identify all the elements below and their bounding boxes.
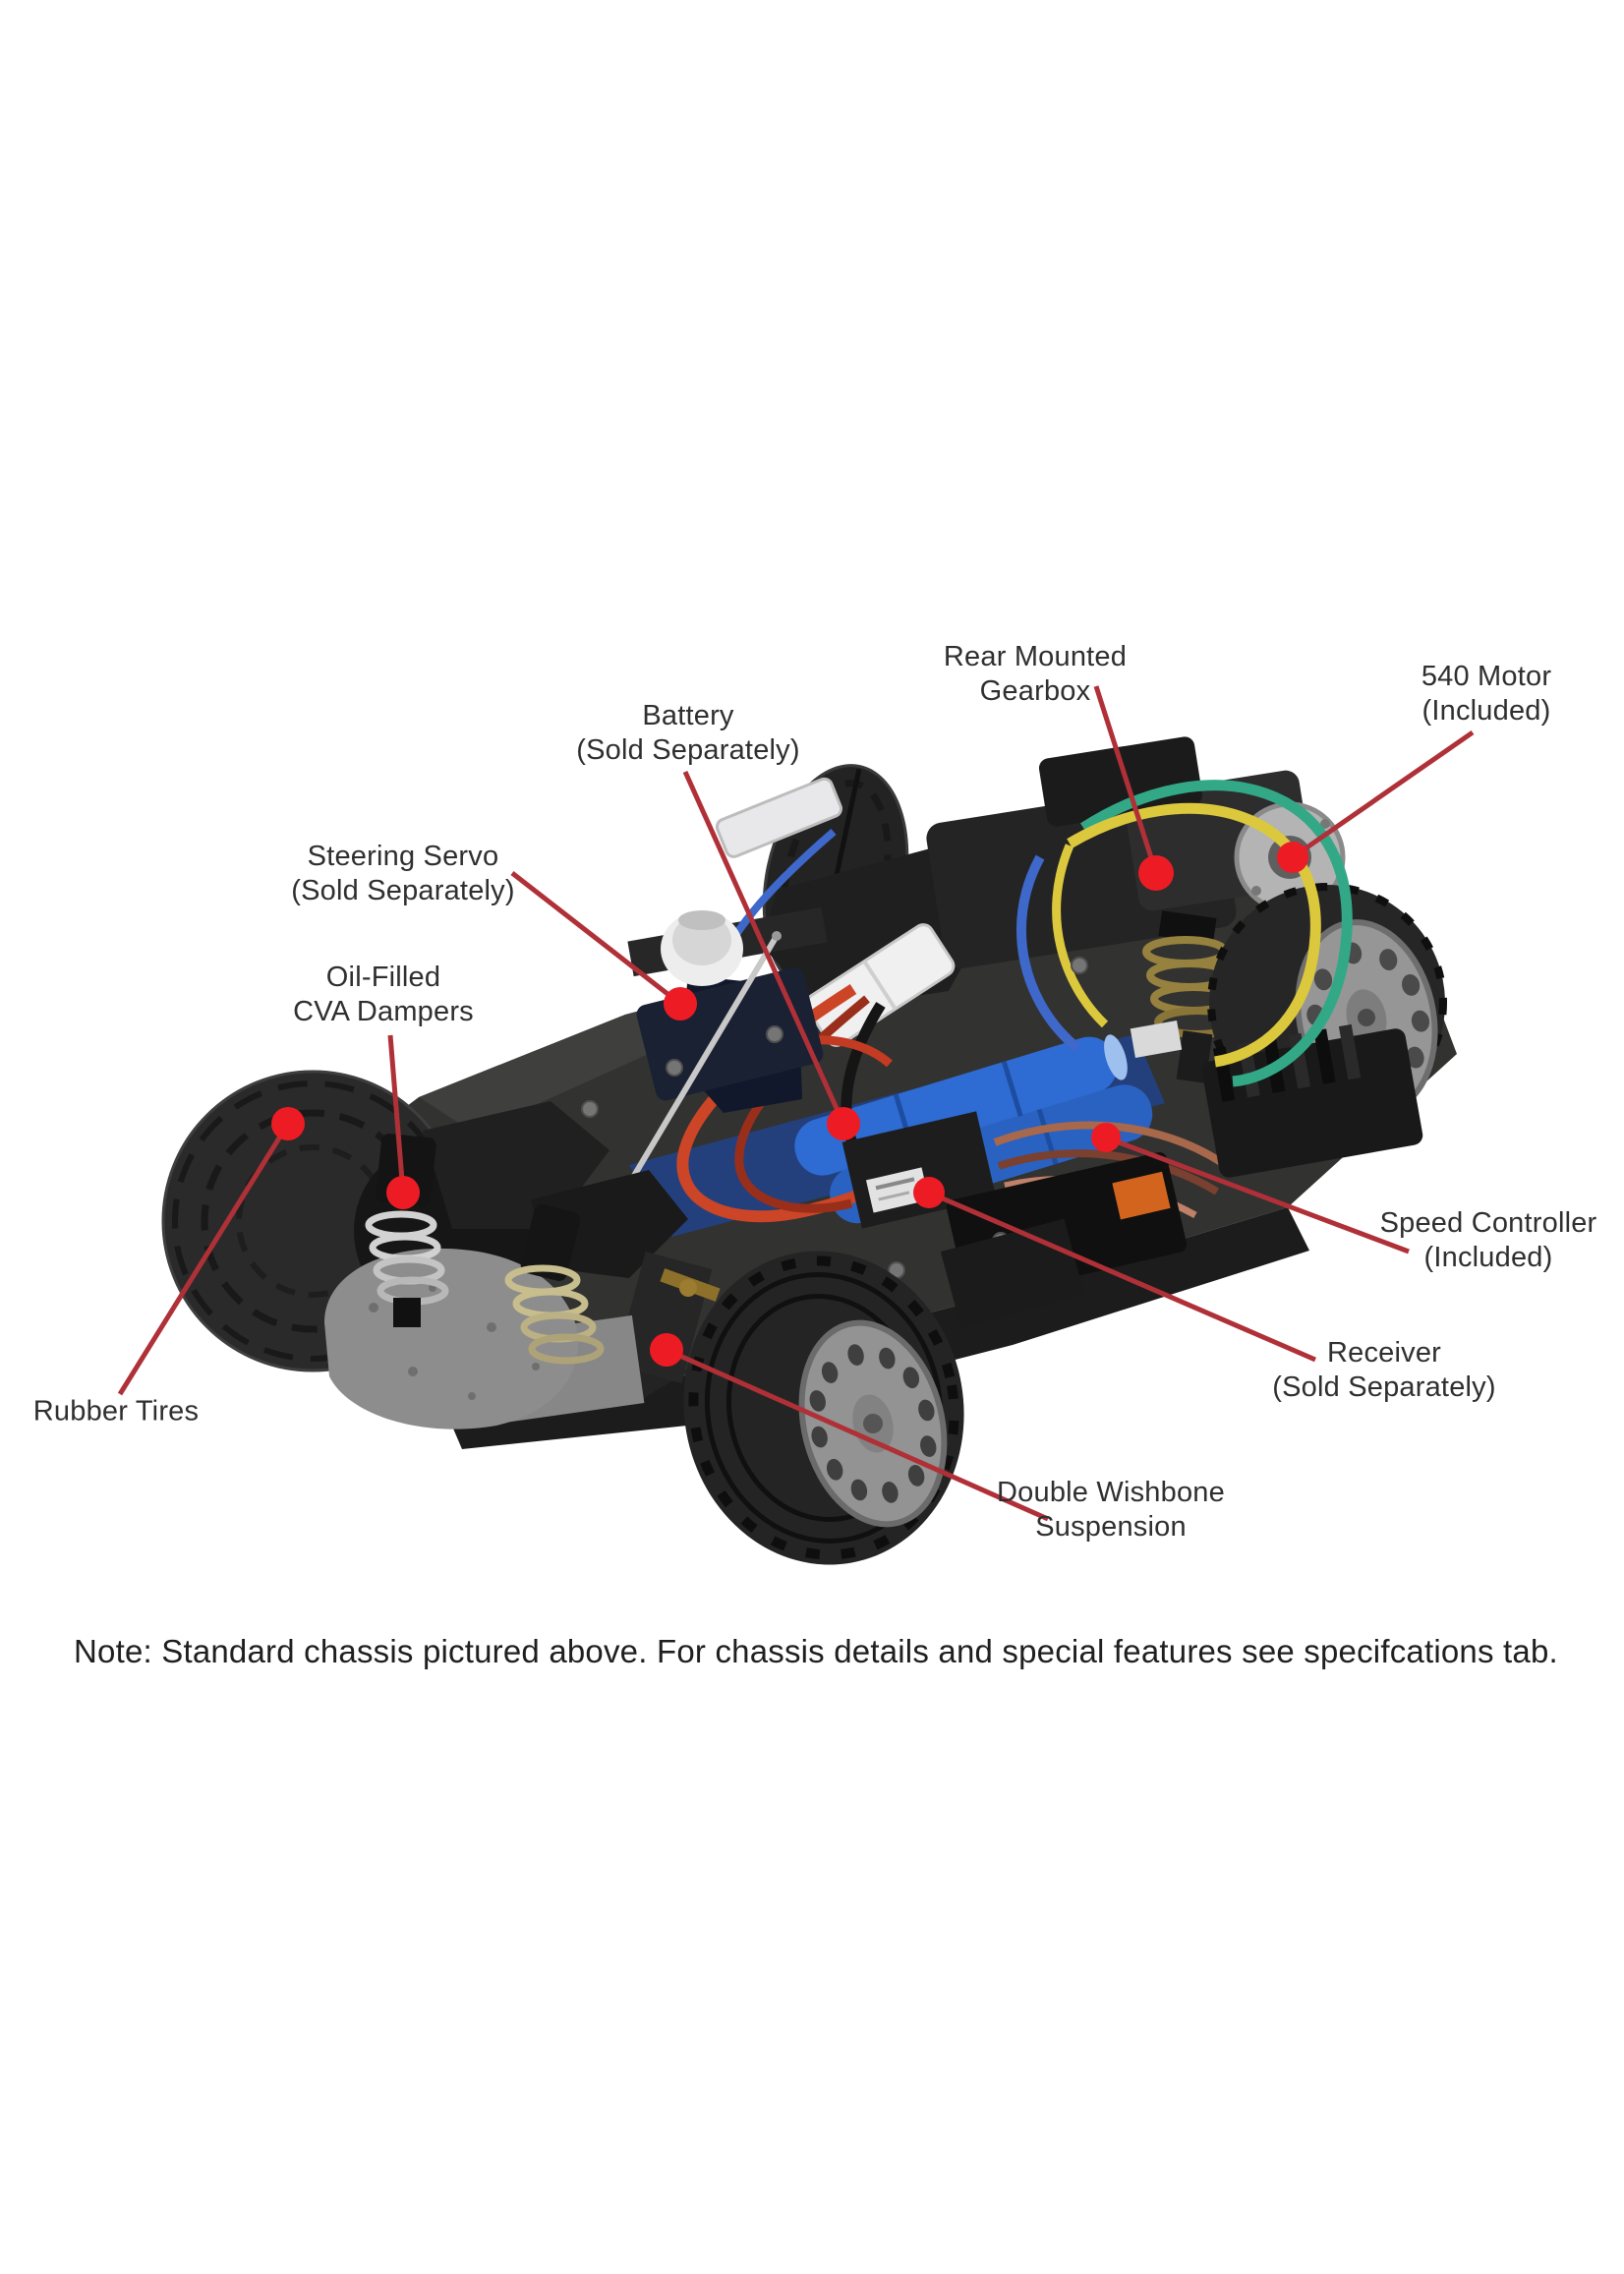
marker-dot-rear-mounted-gearbox — [1138, 855, 1174, 891]
leader-line-rear-mounted-gearbox — [1093, 685, 1159, 874]
callout-steering-servo-line: (Sold Separately) — [291, 875, 515, 906]
callout-receiver-line: Receiver — [1326, 1337, 1442, 1369]
callout-speed-controller-line: Speed Controller — [1379, 1207, 1597, 1239]
marker-dot-receiver — [913, 1177, 945, 1208]
leader-line-speed-controller — [1105, 1135, 1410, 1254]
callout-rear-mounted-gearbox-line: Rear Mounted — [943, 641, 1128, 672]
callout-540-motor: 540 Motor(Included) — [1421, 660, 1551, 729]
leader-line-battery — [682, 770, 846, 1126]
callout-540-motor-line: (Included) — [1421, 695, 1551, 727]
callout-steering-servo: Steering Servo(Sold Separately) — [291, 840, 514, 908]
callout-rear-mounted-gearbox-line: Gearbox — [979, 675, 1091, 707]
callout-double-wishbone-suspension-line: Double Wishbone — [997, 1477, 1225, 1508]
callout-steering-servo-line: Steering Servo — [307, 841, 499, 872]
leader-line-double-wishbone-suspension — [665, 1347, 1050, 1522]
callout-receiver: Receiver(Sold Separately) — [1272, 1336, 1495, 1405]
callout-battery-line: (Sold Separately) — [576, 734, 800, 766]
callout-speed-controller-line: (Included) — [1423, 1242, 1553, 1273]
callout-oil-filled-cva-dampers-line: Oil-Filled — [325, 962, 441, 993]
cva-dampers-part — [365, 1134, 605, 1365]
callout-double-wishbone-suspension-line: Suspension — [1035, 1511, 1187, 1543]
note-text: Note: Standard chassis pictured above. F… — [74, 1633, 1558, 1669]
marker-dot-double-wishbone-suspension — [650, 1333, 683, 1367]
callout-oil-filled-cva-dampers-line: CVA Dampers — [293, 996, 474, 1027]
marker-dot-battery — [827, 1107, 860, 1140]
leader-layer — [117, 685, 1475, 1522]
callout-speed-controller: Speed Controller(Included) — [1380, 1206, 1597, 1275]
front-right-wheel — [683, 1251, 964, 1565]
leader-line-rubber-tires — [117, 1122, 291, 1396]
marker-dot-oil-filled-cva-dampers — [386, 1176, 420, 1209]
clear-connector — [715, 777, 842, 858]
leader-line-oil-filled-cva-dampers — [387, 1034, 406, 1194]
leader-line-540-motor — [1291, 729, 1475, 860]
callout-battery-line: Battery — [642, 700, 734, 731]
callout-rubber-tires-line: Rubber Tires — [32, 1395, 200, 1428]
callout-rubber-tires: Rubber Tires — [33, 1395, 199, 1429]
callout-battery: Battery(Sold Separately) — [576, 699, 799, 768]
callout-540-motor-line: 540 Motor — [1421, 661, 1552, 692]
motor-wires — [727, 780, 1353, 1087]
leader-line-receiver — [928, 1190, 1316, 1363]
marker-dot-rubber-tires — [271, 1107, 305, 1140]
callout-receiver-line: (Sold Separately) — [1272, 1371, 1496, 1403]
marker-dot-steering-servo — [664, 987, 697, 1020]
marker-dot-speed-controller — [1091, 1123, 1121, 1152]
antenna — [607, 931, 782, 1219]
marker-dot-540-motor — [1277, 842, 1308, 873]
leader-line-steering-servo — [510, 871, 682, 1006]
